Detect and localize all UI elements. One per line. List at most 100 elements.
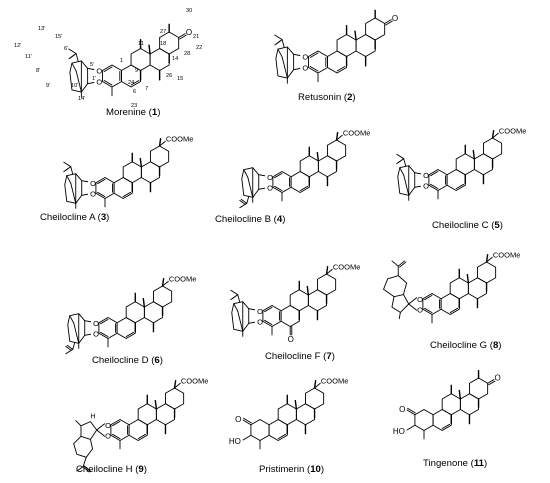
- atom-number: 23: [131, 103, 137, 109]
- bond: [112, 433, 121, 440]
- bond: [130, 80, 140, 86]
- bond-path: [397, 165, 416, 196]
- oxygen-label: O: [267, 173, 273, 182]
- bond-path: [446, 169, 466, 191]
- bond: [458, 389, 462, 400]
- bond: [174, 382, 181, 389]
- bond: [63, 167, 70, 173]
- bond-path: [125, 301, 145, 324]
- bond: [398, 311, 401, 320]
- bond-path: [165, 387, 185, 410]
- compound-name: Cheilocline B: [215, 214, 271, 225]
- caption-cheilocline-g: Cheilocline G (8): [430, 340, 502, 351]
- bond: [385, 20, 393, 26]
- bond: [66, 175, 72, 184]
- bond-path: [150, 145, 170, 168]
- caption-cheilocline-b: Cheilocline B (4): [215, 214, 286, 225]
- bond: [237, 294, 241, 303]
- ketone-label: O: [399, 405, 405, 414]
- bond: [281, 39, 285, 48]
- compound-name: Retusonin: [298, 92, 342, 103]
- bond: [316, 151, 320, 162]
- bond: [162, 280, 169, 287]
- bond: [82, 466, 90, 473]
- bond-path: [130, 48, 151, 71]
- bond-path: [299, 155, 319, 178]
- caption-cheilocline-a: Cheilocline A (3): [40, 212, 110, 223]
- bond: [173, 379, 177, 389]
- oxygen-label: O: [302, 64, 308, 73]
- bond: [325, 265, 329, 275]
- oxygen-label: O: [90, 179, 96, 188]
- bond: [309, 66, 319, 72]
- bond-path: [268, 419, 288, 441]
- atom-number: 1: [120, 58, 123, 64]
- bond: [125, 331, 135, 338]
- atom-number: 1': [92, 76, 96, 82]
- hydroxyl-label: HO: [393, 427, 405, 436]
- bond: [449, 307, 459, 314]
- bond: [66, 344, 74, 350]
- bond: [112, 420, 121, 427]
- bond: [487, 379, 495, 384]
- compound-number: 6: [154, 355, 160, 366]
- bond: [242, 419, 252, 426]
- caption-cheilocline-c: Cheilocline C (5): [432, 220, 503, 231]
- bond-path: [155, 403, 176, 426]
- compound-number: 11: [473, 458, 485, 469]
- caption-pristimerin: Pristimerin (10): [259, 464, 325, 475]
- bond: [248, 321, 256, 324]
- bond-path: [122, 161, 142, 184]
- oxygen-label: O: [423, 171, 429, 180]
- ketone-label: O: [494, 374, 500, 383]
- oxygen-label: O: [96, 67, 102, 76]
- oxygen-label: O: [257, 307, 263, 316]
- atom-number: 5': [90, 62, 94, 68]
- bond: [264, 319, 273, 326]
- bond: [97, 191, 106, 198]
- bond: [239, 199, 246, 205]
- bond: [70, 166, 74, 175]
- bond: [408, 303, 418, 311]
- bond: [237, 310, 244, 332]
- bond: [87, 67, 95, 70]
- bond: [326, 268, 333, 275]
- oxygen-label: O: [257, 317, 263, 326]
- caption-cheilocline-d: Cheilocline D (6): [92, 355, 163, 366]
- bond-path: [483, 137, 503, 160]
- bond: [103, 80, 113, 86]
- bond: [247, 176, 254, 198]
- bond: [336, 66, 346, 72]
- bond-path: [336, 34, 357, 57]
- bond-path: [272, 171, 292, 193]
- bond: [293, 53, 301, 56]
- bond-path: [467, 277, 488, 300]
- bond: [96, 423, 106, 431]
- atom-number: 27: [160, 29, 166, 35]
- bond-path: [110, 419, 130, 441]
- compound-name: Pristimerin: [259, 464, 305, 475]
- compound-name: Tingenone: [423, 458, 468, 469]
- bond: [69, 315, 75, 324]
- bond: [414, 172, 422, 175]
- oxygen-label: O: [417, 305, 423, 314]
- bond: [294, 399, 298, 410]
- bond: [75, 70, 82, 93]
- bond: [397, 260, 405, 267]
- bond-path: [143, 301, 164, 324]
- compound-name: Morenine: [106, 107, 146, 118]
- bond-path: [428, 169, 448, 191]
- bond: [399, 261, 407, 268]
- oxygen-label: O: [93, 329, 99, 338]
- bond-path: [317, 155, 338, 178]
- bond-path: [231, 301, 250, 332]
- ester-label: COOMe: [499, 126, 527, 135]
- oxygen-label: O: [90, 189, 96, 198]
- atom-number: 14': [78, 96, 85, 102]
- bond: [84, 465, 92, 472]
- bond: [230, 295, 237, 301]
- compound-number: 3: [100, 212, 107, 223]
